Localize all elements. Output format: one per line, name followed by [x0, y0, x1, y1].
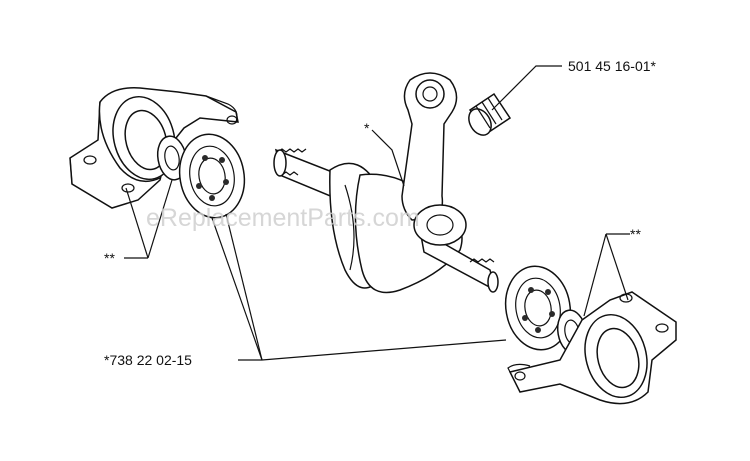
- right-ball-bearing: [504, 265, 572, 351]
- needle-bearing-leader: [491, 65, 562, 111]
- bearing-leader-left: [211, 217, 263, 361]
- bearing-leader-right: [261, 339, 507, 361]
- label-right-double-star: **: [630, 226, 641, 242]
- left-star-leader-2: [147, 179, 173, 259]
- right-star-leader-1: [583, 233, 607, 317]
- left-bearing-housing: [69, 87, 239, 209]
- label-ball-bearing-part-number: *738 22 02-15: [104, 352, 192, 368]
- connecting-rod: [401, 72, 467, 246]
- label-crank-star: *: [364, 120, 370, 136]
- left-ball-bearing: [178, 133, 246, 219]
- label-left-double-star: **: [104, 250, 115, 266]
- bearing-leader-left-2: [225, 213, 263, 361]
- crank-star-leader: [371, 129, 405, 187]
- right-star-leader-2: [605, 233, 629, 301]
- left-star-leader-1: [125, 187, 149, 259]
- leader-lines: [124, 65, 630, 361]
- label-needle-bearing-part-number: 501 45 16-01*: [568, 58, 656, 74]
- right-bearing-housing: [507, 291, 677, 405]
- needle-bearing: [468, 92, 512, 136]
- watermark-text: eReplacementParts.com: [146, 204, 420, 232]
